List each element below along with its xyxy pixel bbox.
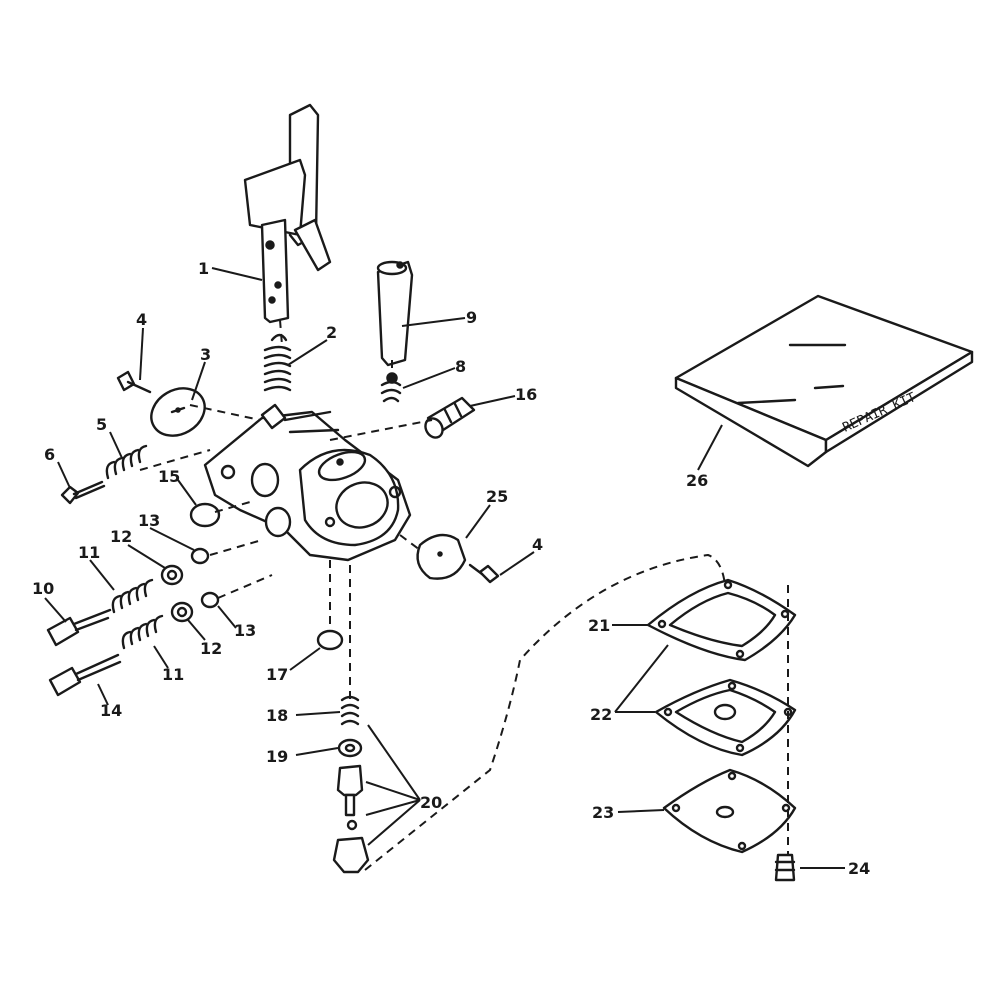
callout-labels: 1 2 3 4 4 5 6 8 9 10 11 11 12 12 13 13 1… — [32, 259, 870, 878]
part-23-cover — [662, 768, 797, 854]
callout-8: 8 — [455, 357, 466, 376]
part-8-needle — [380, 372, 402, 403]
callout-5: 5 — [96, 415, 107, 434]
callout-19: 19 — [266, 747, 288, 766]
callout-12-lower: 12 — [200, 639, 222, 658]
callout-24: 24 — [848, 859, 870, 878]
part-13-washer-lower — [200, 591, 220, 609]
callout-11-lower: 11 — [162, 665, 184, 684]
part-22-diaphragm — [654, 678, 797, 757]
part-20-needle-seat — [332, 764, 370, 874]
callout-16: 16 — [515, 385, 537, 404]
callout-4-lower: 4 — [532, 535, 543, 554]
callout-13-upper: 13 — [138, 511, 160, 530]
part-5-spring — [105, 444, 148, 480]
callout-14: 14 — [100, 701, 122, 720]
part-15-welch-plug — [189, 502, 221, 528]
callout-12-upper: 12 — [110, 527, 132, 546]
callout-leaders — [44, 267, 845, 869]
part-2-spring — [263, 333, 292, 392]
part-17-plug — [316, 629, 344, 651]
part-16-inlet-fitting — [424, 396, 476, 439]
callout-3: 3 — [200, 345, 211, 364]
part-26-repair-kit-book: REPAIR KIT — [674, 294, 974, 468]
part-3-throttle-plate — [150, 387, 206, 437]
callout-4-upper: 4 — [136, 310, 147, 329]
part-24-screw — [774, 853, 796, 882]
part-12-washer-lower — [170, 601, 194, 623]
callout-23: 23 — [592, 803, 614, 822]
part-25-cover-plate — [416, 533, 467, 580]
callout-26: 26 — [686, 471, 708, 490]
part-11-spring-upper — [111, 578, 154, 614]
callout-20: 20 — [420, 793, 442, 812]
callout-10: 10 — [32, 579, 54, 598]
callout-11-upper: 11 — [78, 543, 100, 562]
part-14-needle-screw — [48, 653, 122, 697]
callout-1: 1 — [198, 259, 209, 278]
callout-15: 15 — [158, 467, 180, 486]
carburetor-body — [203, 403, 412, 562]
callout-6: 6 — [44, 445, 55, 464]
part-11-spring-lower — [121, 614, 164, 650]
part-1-lever-shaft — [243, 103, 332, 324]
callout-9: 9 — [466, 308, 477, 327]
callout-22: 22 — [590, 705, 612, 724]
part-6-idle-screw — [60, 480, 106, 505]
callout-17: 17 — [266, 665, 288, 684]
part-10-needle-screw — [46, 608, 112, 647]
callout-2: 2 — [326, 323, 337, 342]
part-18-spring — [340, 695, 360, 726]
part-4-screw-lower — [468, 563, 500, 584]
callout-13-lower: 13 — [234, 621, 256, 640]
part-12-washer-upper — [160, 564, 184, 586]
assembly-guide-lines — [139, 319, 789, 871]
callout-21: 21 — [588, 616, 610, 635]
part-4-screw-upper — [116, 370, 152, 394]
part-9-choke-shaft — [376, 260, 414, 367]
callout-25: 25 — [486, 487, 508, 506]
part-21-gasket — [646, 578, 797, 662]
part-13-washer-upper — [190, 547, 210, 565]
callout-18: 18 — [266, 706, 288, 725]
part-19-washer — [337, 738, 363, 758]
